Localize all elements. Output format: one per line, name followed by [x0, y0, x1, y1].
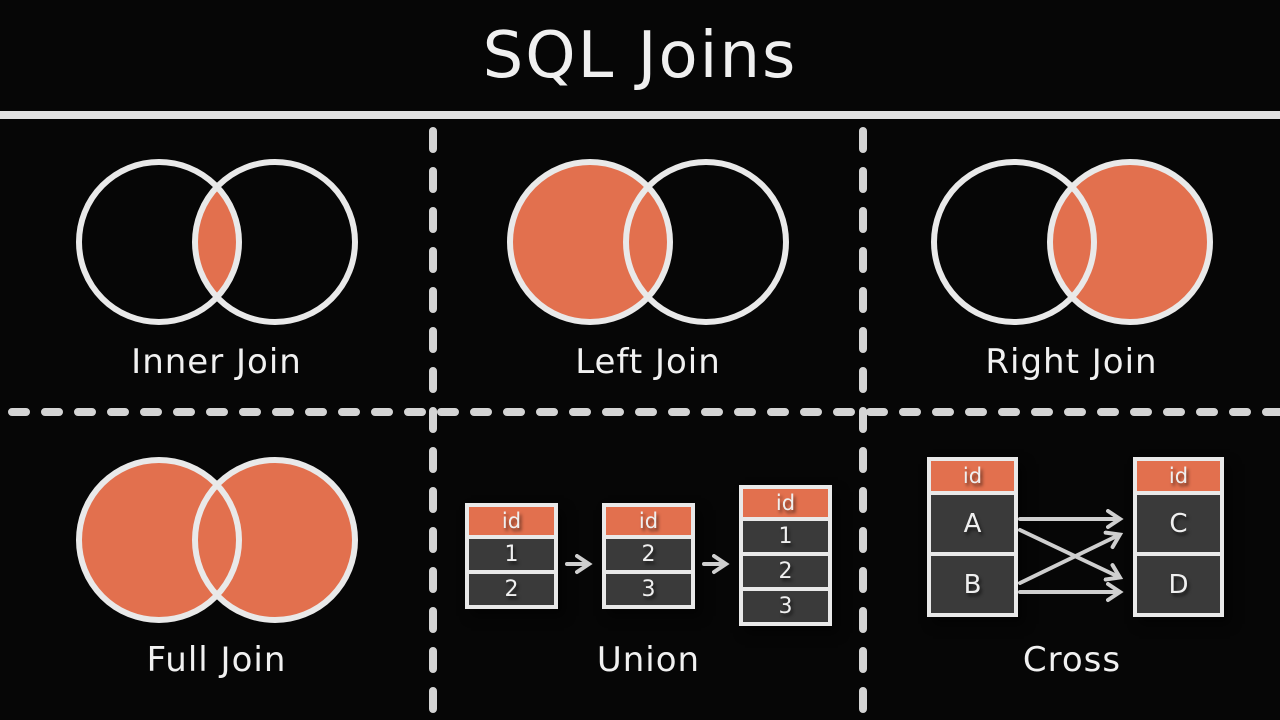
table-row: D: [1137, 556, 1220, 613]
panel-cross-join: id A B id C D Cross: [864, 412, 1280, 720]
right-circle-fill: [194, 460, 355, 620]
left-circle-outline: [930, 159, 1097, 325]
arrow-right-icon: [565, 554, 593, 574]
table-row: 2: [606, 539, 691, 570]
table-row: B: [931, 556, 1014, 613]
right-circle-outline: [191, 457, 358, 623]
full-join-venn-diagram: [75, 457, 358, 623]
table-row: 3: [606, 574, 691, 605]
right-circle-fill: [1049, 162, 1210, 322]
union-result-table: id 1 2 3: [739, 485, 832, 626]
right-join-venn-diagram: [930, 159, 1213, 325]
left-circle-fill: [78, 460, 239, 620]
title-bar: SQL Joins: [0, 0, 1280, 111]
arrow-a-to-d: [1018, 528, 1124, 582]
right-join-label: Right Join: [985, 342, 1158, 382]
table-header-cell: id: [931, 461, 1014, 491]
cross-join-arrows: [1018, 509, 1124, 602]
table-row: 1: [743, 521, 828, 552]
right-circle-outline: [1046, 159, 1213, 325]
inner-join-venn-diagram: [75, 159, 358, 325]
left-circle-outline: [75, 159, 242, 325]
union-source-table-2: id 2 3: [602, 503, 695, 609]
title-separator-line: [0, 111, 1280, 119]
table-header-cell: id: [1137, 461, 1220, 491]
left-join-venn-diagram: [507, 159, 789, 325]
table-row: 2: [743, 556, 828, 587]
cross-left-table: id A B: [927, 457, 1018, 617]
page-title: SQL Joins: [482, 18, 798, 93]
table-row: A: [931, 495, 1014, 552]
full-join-label: Full Join: [146, 640, 287, 680]
table-header-cell: id: [606, 507, 691, 535]
arrow-b-to-c: [1018, 530, 1124, 585]
arrow-right-icon: [702, 554, 730, 574]
left-circle-fill: [510, 162, 670, 322]
table-header-cell: id: [743, 489, 828, 517]
panel-left-join: Left Join: [433, 120, 863, 412]
panel-union: id 1 2 id 2 3 id 1 2 3 Union: [433, 412, 864, 720]
table-row: 1: [469, 539, 554, 570]
right-circle-outline: [623, 159, 789, 325]
union-tables-row: id 1 2 id 2 3 id 1 2 3: [433, 485, 864, 626]
union-label: Union: [596, 640, 701, 680]
table-row: 3: [743, 591, 828, 622]
union-source-table-1: id 1 2: [465, 503, 558, 609]
table-row: C: [1137, 495, 1220, 552]
left-circle-outline: [507, 159, 673, 325]
panel-inner-join: Inner Join: [0, 120, 433, 412]
cross-right-table: id C D: [1133, 457, 1224, 617]
table-header-cell: id: [469, 507, 554, 535]
cross-label: Cross: [1022, 640, 1122, 680]
panel-right-join: Right Join: [863, 120, 1280, 412]
inner-join-label: Inner Join: [131, 342, 302, 382]
table-row: 2: [469, 574, 554, 605]
right-circle-outline: [191, 159, 358, 325]
left-join-label: Left Join: [575, 342, 721, 382]
panel-full-join: Full Join: [0, 412, 433, 720]
left-circle-outline: [75, 457, 242, 623]
